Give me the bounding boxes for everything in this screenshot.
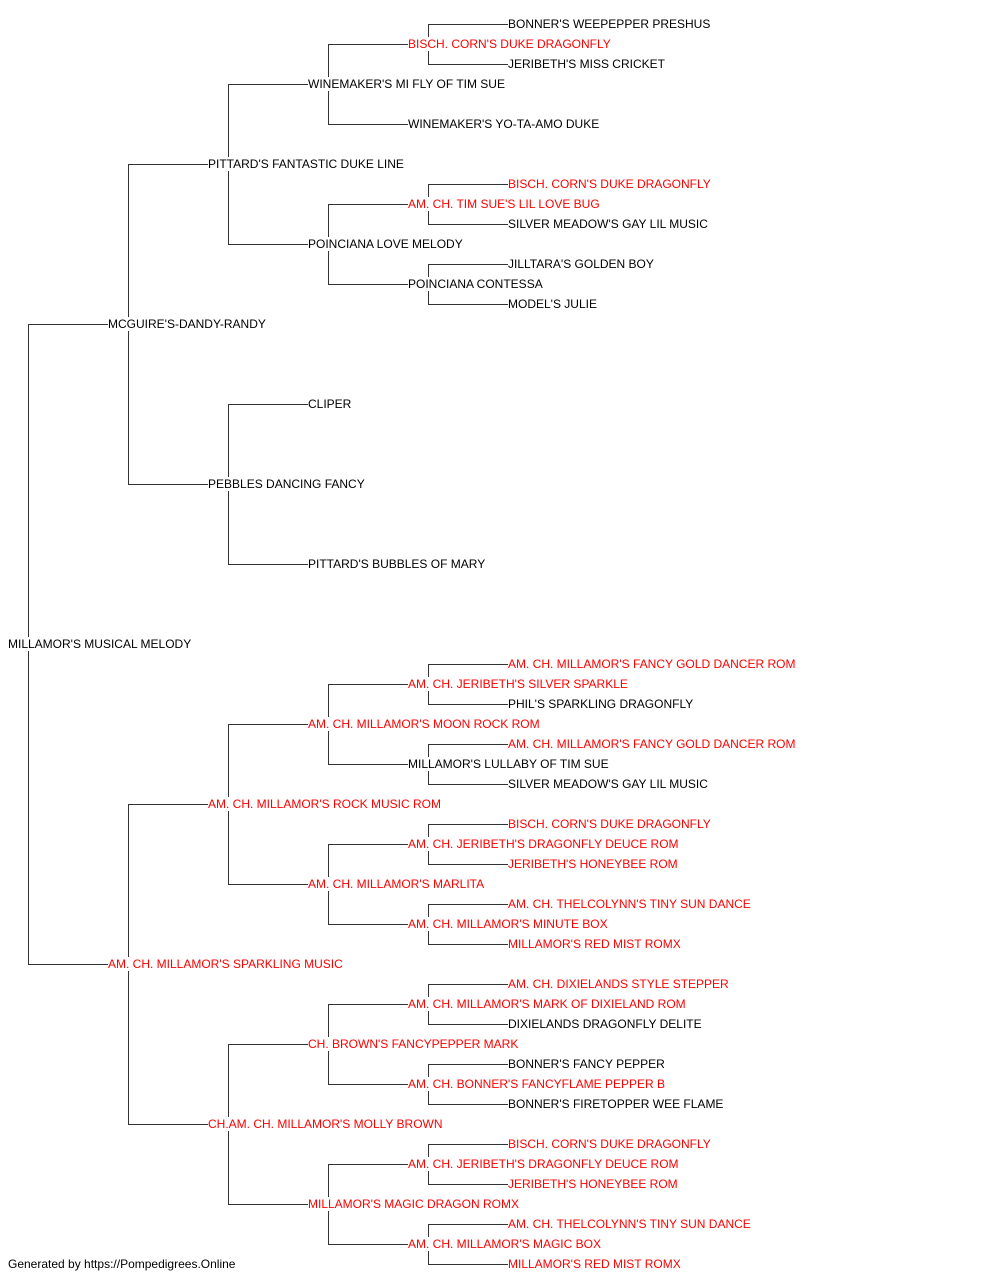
dog-name-am-ch-millamor-s-rock-music-rom[interactable]: AM. CH. MILLAMOR'S ROCK MUSIC ROM xyxy=(208,797,443,811)
dog-name-jeribeth-s-honeybee-rom[interactable]: JERIBETH'S HONEYBEE ROM xyxy=(508,857,680,871)
dog-name-bonner-s-fancy-pepper[interactable]: BONNER'S FANCY PEPPER xyxy=(508,1057,667,1071)
generated-by-footer: Generated by https://Pompedigrees.Online xyxy=(8,1257,236,1271)
dog-name-am-ch-millamor-s-magic-box[interactable]: AM. CH. MILLAMOR'S MAGIC BOX xyxy=(408,1237,603,1251)
dog-name-am-ch-dixielands-style-stepper[interactable]: AM. CH. DIXIELANDS STYLE STEPPER xyxy=(508,977,731,991)
dog-name-millamor-s-magic-dragon-romx[interactable]: MILLAMOR'S MAGIC DRAGON ROMX xyxy=(308,1197,521,1211)
dog-name-bisch-corn-s-duke-dragonfly[interactable]: BISCH. CORN'S DUKE DRAGONFLY xyxy=(508,817,713,831)
dog-name-phil-s-sparkling-dragonfly[interactable]: PHIL'S SPARKLING DRAGONFLY xyxy=(508,697,696,711)
dog-name-am-ch-thelcolynn-s-tiny-sun-dance[interactable]: AM. CH. THELCOLYNN'S TINY SUN DANCE xyxy=(508,897,753,911)
dog-name-am-ch-millamor-s-marlita[interactable]: AM. CH. MILLAMOR'S MARLITA xyxy=(308,877,487,891)
dog-name-bonner-s-weepepper-preshus[interactable]: BONNER'S WEEPEPPER PRESHUS xyxy=(508,17,713,31)
dog-name-bisch-corn-s-duke-dragonfly[interactable]: BISCH. CORN'S DUKE DRAGONFLY xyxy=(408,37,613,51)
dog-name-jeribeth-s-honeybee-rom[interactable]: JERIBETH'S HONEYBEE ROM xyxy=(508,1177,680,1191)
dog-name-ch-am-ch-millamor-s-molly-brown[interactable]: CH.AM. CH. MILLAMOR'S MOLLY BROWN xyxy=(208,1117,445,1131)
dog-name-am-ch-bonner-s-fancyflame-pepper-b[interactable]: AM. CH. BONNER'S FANCYFLAME PEPPER B xyxy=(408,1077,668,1091)
dog-name-ch-brown-s-fancypepper-mark[interactable]: CH. BROWN'S FANCYPEPPER MARK xyxy=(308,1037,521,1051)
dog-name-am-ch-millamor-s-mark-of-dixieland-rom[interactable]: AM. CH. MILLAMOR'S MARK OF DIXIELAND ROM xyxy=(408,997,688,1011)
dog-name-am-ch-jeribeth-s-dragonfly-deuce-rom[interactable]: AM. CH. JERIBETH'S DRAGONFLY DEUCE ROM xyxy=(408,1157,681,1171)
dog-name-am-ch-jeribeth-s-dragonfly-deuce-rom[interactable]: AM. CH. JERIBETH'S DRAGONFLY DEUCE ROM xyxy=(408,837,681,851)
dog-name-am-ch-millamor-s-fancy-gold-dancer-rom[interactable]: AM. CH. MILLAMOR'S FANCY GOLD DANCER ROM xyxy=(508,657,798,671)
dog-name-am-ch-millamor-s-moon-rock-rom[interactable]: AM. CH. MILLAMOR'S MOON ROCK ROM xyxy=(308,717,542,731)
dog-name-poinciana-love-melody[interactable]: POINCIANA LOVE MELODY xyxy=(308,237,465,251)
dog-name-bisch-corn-s-duke-dragonfly[interactable]: BISCH. CORN'S DUKE DRAGONFLY xyxy=(508,1137,713,1151)
dog-name-silver-meadow-s-gay-lil-music[interactable]: SILVER MEADOW'S GAY LIL MUSIC xyxy=(508,777,710,791)
dog-name-millamor-s-red-mist-romx[interactable]: MILLAMOR'S RED MIST ROMX xyxy=(508,1257,683,1271)
dog-name-pittard-s-bubbles-of-mary[interactable]: PITTARD'S BUBBLES OF MARY xyxy=(308,557,488,571)
dog-name-am-ch-jeribeth-s-silver-sparkle[interactable]: AM. CH. JERIBETH'S SILVER SPARKLE xyxy=(408,677,630,691)
dog-name-am-ch-millamor-s-sparkling-music[interactable]: AM. CH. MILLAMOR'S SPARKLING MUSIC xyxy=(108,957,345,971)
dog-name-millamor-s-musical-melody[interactable]: MILLAMOR'S MUSICAL MELODY xyxy=(8,637,194,651)
dog-name-millamor-s-red-mist-romx[interactable]: MILLAMOR'S RED MIST ROMX xyxy=(508,937,683,951)
dog-name-poinciana-contessa[interactable]: POINCIANA CONTESSA xyxy=(408,277,545,291)
dog-name-dixielands-dragonfly-delite[interactable]: DIXIELANDS DRAGONFLY DELITE xyxy=(508,1017,704,1031)
dog-name-winemaker-s-yo-ta-amo-duke[interactable]: WINEMAKER'S YO-TA-AMO DUKE xyxy=(408,117,602,131)
dog-name-bisch-corn-s-duke-dragonfly[interactable]: BISCH. CORN'S DUKE DRAGONFLY xyxy=(508,177,713,191)
dog-name-mcguire-s-dandy-randy[interactable]: MCGUIRE'S-DANDY-RANDY xyxy=(108,317,268,331)
dog-name-millamor-s-lullaby-of-tim-sue[interactable]: MILLAMOR'S LULLABY OF TIM SUE xyxy=(408,757,611,771)
dog-name-model-s-julie[interactable]: MODEL'S JULIE xyxy=(508,297,599,311)
dog-name-am-ch-tim-sue-s-lil-love-bug[interactable]: AM. CH. TIM SUE'S LIL LOVE BUG xyxy=(408,197,602,211)
dog-name-jeribeth-s-miss-cricket[interactable]: JERIBETH'S MISS CRICKET xyxy=(508,57,667,71)
dog-name-am-ch-millamor-s-minute-box[interactable]: AM. CH. MILLAMOR'S MINUTE BOX xyxy=(408,917,610,931)
dog-name-cliper[interactable]: CLIPER xyxy=(308,397,354,411)
dog-name-bonner-s-firetopper-wee-flame[interactable]: BONNER'S FIRETOPPER WEE FLAME xyxy=(508,1097,726,1111)
dog-name-pebbles-dancing-fancy[interactable]: PEBBLES DANCING FANCY xyxy=(208,477,367,491)
dog-name-pittard-s-fantastic-duke-line[interactable]: PITTARD'S FANTASTIC DUKE LINE xyxy=(208,157,406,171)
dog-name-winemaker-s-mi-fly-of-tim-sue[interactable]: WINEMAKER'S MI FLY OF TIM SUE xyxy=(308,77,507,91)
dog-name-jilltara-s-golden-boy[interactable]: JILLTARA'S GOLDEN BOY xyxy=(508,257,656,271)
dog-name-am-ch-thelcolynn-s-tiny-sun-dance[interactable]: AM. CH. THELCOLYNN'S TINY SUN DANCE xyxy=(508,1217,753,1231)
dog-name-silver-meadow-s-gay-lil-music[interactable]: SILVER MEADOW'S GAY LIL MUSIC xyxy=(508,217,710,231)
dog-name-am-ch-millamor-s-fancy-gold-dancer-rom[interactable]: AM. CH. MILLAMOR'S FANCY GOLD DANCER ROM xyxy=(508,737,798,751)
